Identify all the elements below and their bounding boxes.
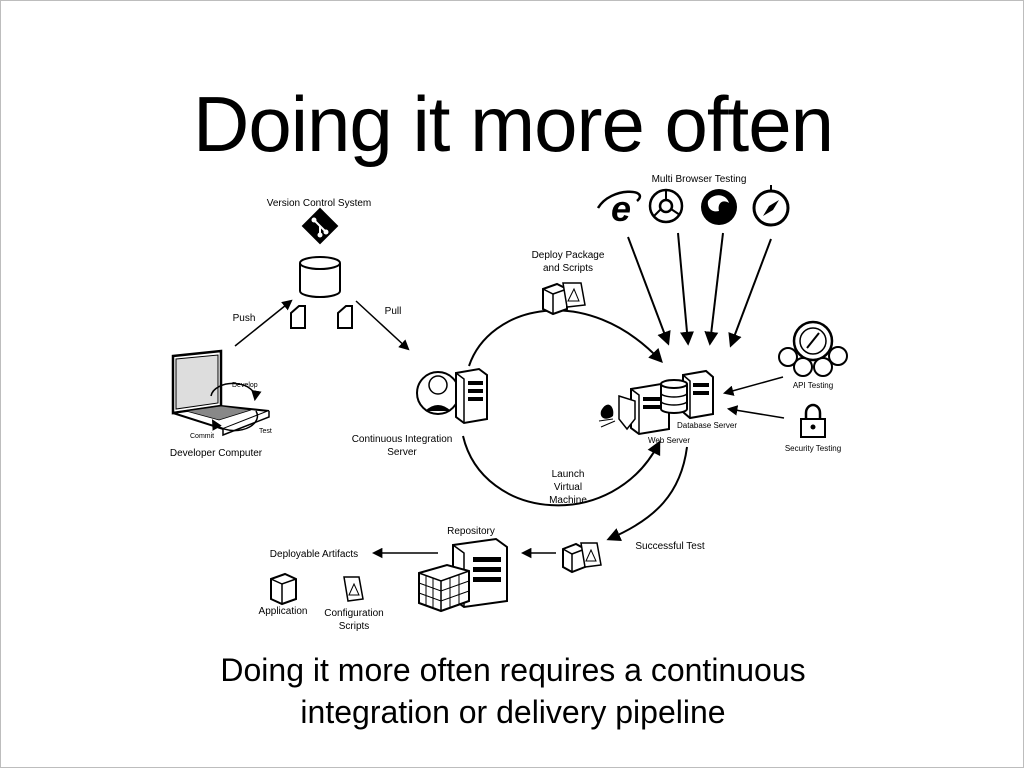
firefox-icon — [701, 189, 737, 225]
application-package-icon — [270, 572, 297, 606]
safari-test-arrow — [728, 238, 772, 348]
database-server-icon — [660, 369, 714, 420]
ie-test-arrow — [627, 236, 671, 346]
git-icon — [301, 207, 339, 245]
jenkins-icon — [416, 371, 460, 415]
developer-computer-label: Developer Computer — [170, 448, 263, 459]
develop-label: Develop — [232, 382, 258, 389]
firefox-test-arrow — [704, 232, 724, 346]
slide-caption: Doing it more often requires a continuou… — [1, 649, 1023, 733]
chrome-icon — [648, 188, 684, 224]
document-icon — [290, 305, 306, 329]
push-arrow — [234, 299, 293, 347]
caption-line-1: Doing it more often requires a continuou… — [220, 652, 806, 688]
configuration-scroll-icon — [343, 576, 364, 602]
safari-icon — [752, 185, 790, 227]
ci-server-label-line2: Server — [387, 447, 417, 458]
launch-label-line2: Virtual — [554, 482, 582, 493]
pull-arrow — [355, 300, 410, 351]
launch-label-line1: Launch — [552, 469, 585, 480]
test-label: Test — [259, 428, 272, 435]
cube-grid-icon — [418, 563, 470, 613]
security-testing-label: Security Testing — [785, 444, 841, 453]
push-label: Push — [233, 313, 256, 324]
chrome-test-arrow — [677, 232, 694, 346]
version-control-label: Version Control System — [267, 198, 372, 209]
web-server-label: Web Server — [648, 436, 690, 445]
deploy-label-line2: and Scripts — [543, 263, 593, 274]
successful-test-label: Successful Test — [635, 541, 705, 552]
repository-label: Repository — [447, 526, 495, 537]
commit-label: Commit — [190, 433, 214, 440]
configuration-label-line1: Configuration — [324, 608, 383, 619]
svg-text:e: e — [611, 188, 631, 229]
scroll-icon — [580, 542, 602, 568]
pull-label: Pull — [385, 306, 402, 317]
deploy-arc — [468, 309, 663, 367]
slide-title: Doing it more often — [192, 80, 834, 168]
ci-server-label-line1: Continuous Integration — [352, 434, 453, 445]
deployable-artifacts-label: Deployable Artifacts — [270, 549, 358, 560]
web-server-icon — [630, 382, 670, 436]
gauge-icon — [778, 320, 848, 377]
tomcat-icon — [598, 394, 636, 431]
deploy-label-line1: Deploy Package — [532, 250, 605, 261]
application-label: Application — [259, 606, 308, 617]
caption-line-2: integration or delivery pipeline — [300, 694, 726, 730]
scroll-icon — [562, 282, 586, 308]
ie-icon: e — [596, 188, 641, 229]
document-icon — [337, 305, 353, 329]
api-testing-label: API Testing — [793, 381, 833, 390]
launch-label-line3: Machine — [549, 495, 587, 506]
package-icon — [542, 282, 568, 316]
api-test-arrow — [722, 376, 784, 396]
configuration-label-line2: Scripts — [339, 621, 370, 632]
launch-arc — [462, 435, 661, 507]
database-server-label: Database Server — [677, 421, 737, 430]
database-icon — [299, 256, 341, 298]
server-icon — [455, 367, 488, 425]
lock-icon — [800, 403, 826, 438]
cycle-icon — [210, 382, 262, 432]
security-test-arrow — [726, 405, 785, 419]
multi-browser-label: Multi Browser Testing — [652, 174, 747, 185]
successful-test-arrow — [606, 446, 688, 542]
